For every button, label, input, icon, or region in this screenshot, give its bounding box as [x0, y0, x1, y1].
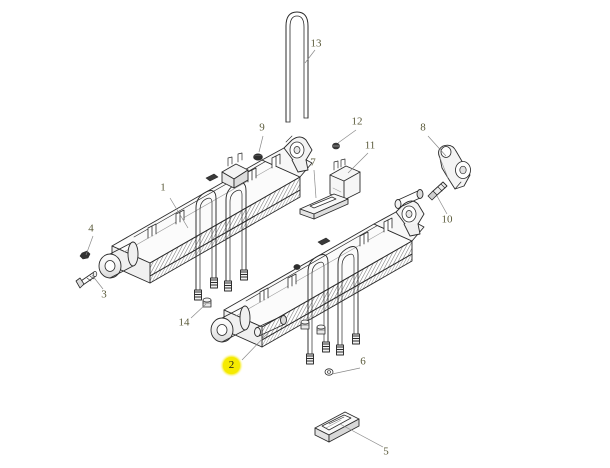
leader-line-13: [304, 49, 316, 64]
part-6-washer: [324, 368, 334, 376]
drawing-line-work: [75, 11, 471, 443]
leader-line-3: [91, 274, 104, 290]
part-4-nut: [79, 250, 91, 260]
part-9-bolt-head: [253, 153, 263, 161]
part-13-u-bolt: [285, 11, 309, 123]
leader-line-10: [436, 195, 448, 215]
part-12-rivet: [332, 142, 340, 150]
u-bolt-nuts-lower: [300, 319, 326, 335]
part-10-pin-bolt: [427, 181, 448, 201]
leader-line-5: [339, 423, 384, 448]
part-8-shackle-bracket: [438, 144, 471, 190]
callout-8[interactable]: 8: [420, 121, 426, 134]
small-bracket-upper: [221, 152, 249, 189]
sleeve-lower: [394, 189, 424, 209]
leader-line-2: [241, 332, 269, 361]
u-bolts-lower: [306, 246, 360, 365]
part-3-bolt: [75, 271, 98, 289]
small-bracket-lower: [293, 264, 301, 270]
callout-13[interactable]: 13: [310, 37, 322, 50]
callout-2[interactable]: 2: [223, 357, 240, 374]
callout-1[interactable]: 1: [160, 181, 166, 194]
callout-11[interactable]: 11: [364, 139, 376, 152]
part-5-spring-seat-plate: [314, 411, 360, 443]
rear-hanger-lower: [395, 200, 425, 237]
part-1-leaf-spring-upper: [98, 147, 313, 301]
callout-6[interactable]: 6: [360, 355, 366, 368]
leaf-clips-upper: [147, 153, 281, 239]
callout-12[interactable]: 12: [351, 115, 363, 128]
spring-eye-bushing-lower: [210, 305, 251, 343]
leaf-spring-lower: [210, 189, 425, 365]
rear-hanger-upper: [283, 135, 313, 173]
leader-line-12: [337, 129, 357, 144]
leader-line-6: [331, 367, 361, 375]
callout-9[interactable]: 9: [259, 121, 265, 134]
part-11-bump-stop: [329, 158, 361, 201]
leader-line-11: [347, 152, 369, 174]
callout-4[interactable]: 4: [88, 222, 94, 235]
leader-line-14: [190, 303, 207, 319]
leader-line-8: [427, 135, 447, 157]
part-7-wear-plate: [299, 193, 349, 220]
callout-7[interactable]: 7: [310, 156, 316, 169]
leader-line-7: [313, 169, 317, 199]
part-2-spring-pin: [254, 315, 287, 337]
callout-10[interactable]: 10: [441, 213, 453, 226]
callout-5[interactable]: 5: [383, 445, 389, 458]
leader-line-4: [85, 235, 94, 256]
leaf-clips-lower: [259, 217, 393, 303]
spring-eye-bushing-upper: [98, 241, 139, 279]
u-bolts-upper: [194, 182, 248, 301]
callout-3[interactable]: 3: [101, 288, 107, 301]
callout-leader-lines: [85, 49, 448, 448]
callout-14[interactable]: 14: [178, 316, 190, 329]
leader-line-9: [258, 135, 264, 153]
leader-line-1: [169, 197, 189, 229]
